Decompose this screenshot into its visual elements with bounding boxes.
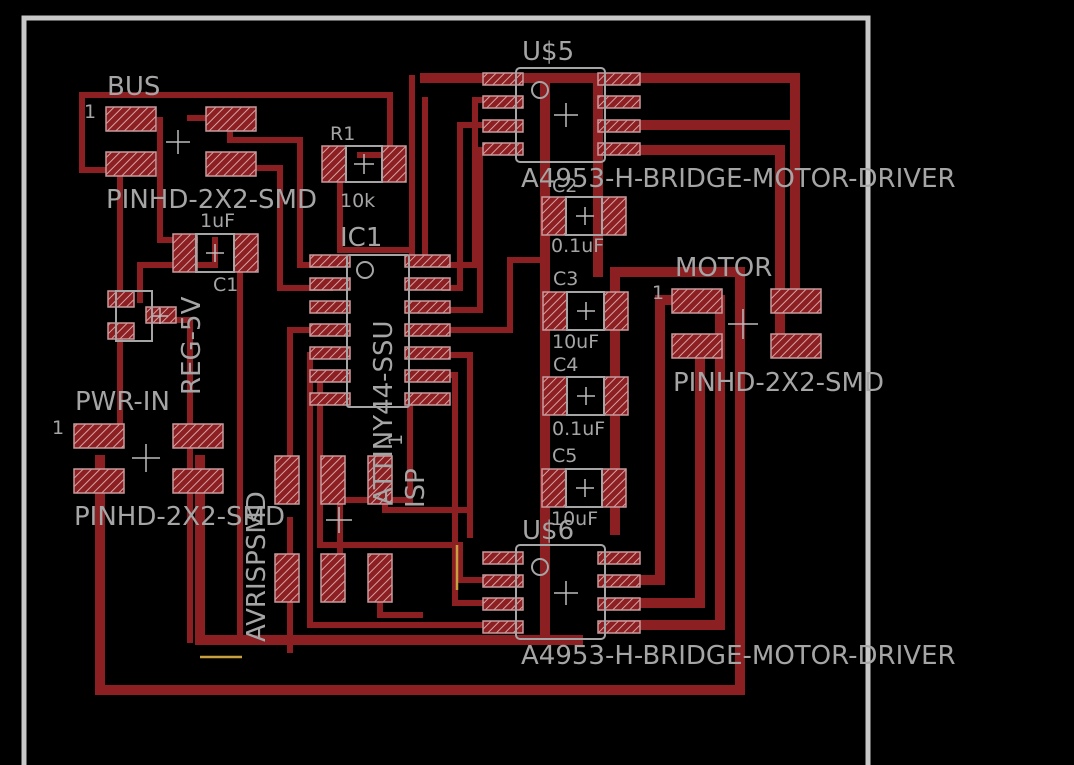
u5-value-label: A4953-H-BRIDGE-MOTOR-DRIVER [521, 164, 956, 194]
isp-pin1-label: 1 [385, 434, 407, 446]
reg-pads [107, 290, 177, 340]
board-edge [21, 15, 871, 765]
motor-pin1-label: 1 [652, 282, 664, 304]
reg-name-label: REG-5V [177, 296, 207, 395]
isp-name-label: ISP [401, 468, 431, 508]
bus-pin1-label: 1 [84, 101, 96, 123]
c4-value-label: 0.1uF [552, 418, 605, 440]
isp-value-label: AVRISPSMD [242, 491, 272, 642]
u6-name-label: U$6 [522, 516, 574, 546]
c1-pads [172, 233, 259, 273]
ic1-value-label: ATTINY44-SSU [369, 320, 399, 505]
pwr-pin1-label: 1 [52, 417, 64, 439]
smd-pads [73, 72, 822, 634]
silkscreen-labels: BUS 1 PINHD-2X2-SMD R1 10k 1uF C1 REG-5V… [52, 37, 956, 671]
c2-name-label: C2 [552, 175, 577, 197]
c4-name-label: C4 [553, 354, 578, 376]
ic1-name-label: IC1 [340, 223, 382, 253]
c5-name-label: C5 [552, 445, 577, 467]
u6-value-label: A4953-H-BRIDGE-MOTOR-DRIVER [521, 641, 956, 671]
isp-pads [274, 455, 393, 603]
bus-name-label: BUS [107, 72, 160, 102]
c5-pads [541, 468, 627, 508]
motor-name-label: MOTOR [675, 253, 772, 283]
r1-name-label: R1 [330, 123, 355, 145]
silkscreen-outlines [115, 67, 758, 640]
c3-name-label: C3 [553, 268, 578, 290]
bus-pads [105, 106, 257, 177]
pwr-value-label: PINHD-2X2-SMD [74, 502, 285, 532]
u5-pads [482, 72, 641, 156]
r1-value-label: 10k [340, 190, 375, 212]
c3-value-label: 10uF [552, 331, 599, 353]
ic1-pads [309, 254, 451, 406]
c1-name-label: C1 [213, 274, 238, 296]
c3-pads [542, 291, 629, 331]
pwr-pads [73, 423, 224, 494]
c1-value-label: 1uF [200, 210, 235, 232]
pwr-name-label: PWR-IN [75, 387, 170, 417]
c5-value-label: 10uF [551, 508, 598, 530]
motor-pads [671, 288, 822, 359]
bus-value-label: PINHD-2X2-SMD [106, 185, 317, 215]
c2-value-label: 0.1uF [551, 235, 604, 257]
u5-name-label: U$5 [522, 37, 574, 67]
motor-value-label: PINHD-2X2-SMD [673, 368, 884, 398]
u6-pads [482, 551, 641, 634]
